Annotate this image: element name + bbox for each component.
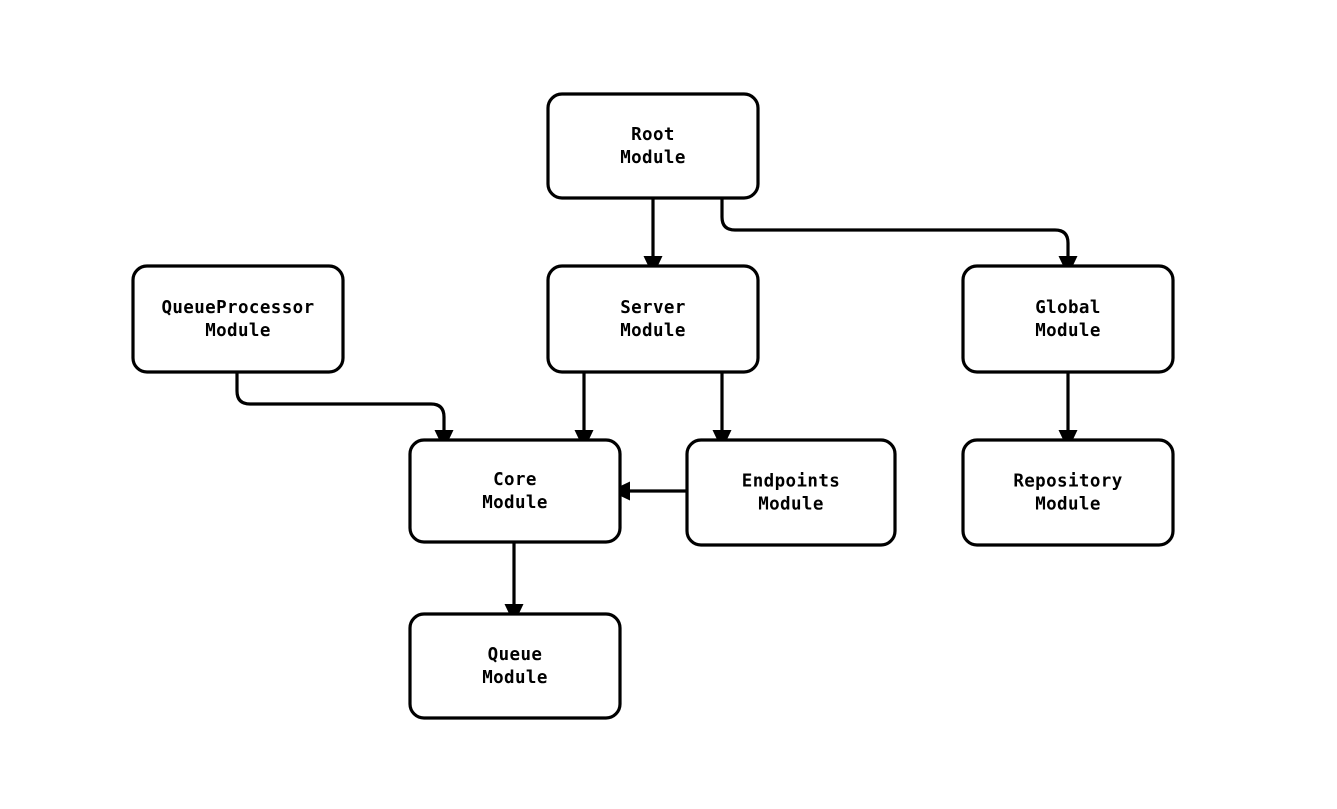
core-module-node-label-line1: Core [493,470,537,490]
edge-server-to-endpoints [712,372,732,450]
repository-module-node-shape[interactable] [961,438,1175,547]
root-module-node-label-line2: Module [620,148,686,168]
edge-queueprocessor-to-core-line [235,372,446,430]
edge-root-to-global [720,198,1078,276]
queue-module-node-label-line1: Queue [488,645,543,665]
queueprocessor-module-node-shape[interactable] [131,264,345,374]
queue-module-node-shape[interactable] [408,612,622,720]
queueprocessor-module-node-label-line1: QueueProcessor [161,298,314,318]
endpoints-module-node-label-line2: Module [758,495,824,515]
root-module-node-label-line1: Root [631,125,675,145]
repository-module-node-label-line2: Module [1035,495,1101,515]
edge-core-to-queue [504,542,524,624]
endpoints-module-node-shape[interactable] [685,438,897,547]
global-module-node-shape[interactable] [961,264,1175,374]
global-module-node-label-line1: Global [1035,298,1101,318]
edge-global-to-repository [1058,372,1078,450]
edges-layer [235,198,1078,624]
server-module-node-label-line2: Module [620,321,686,341]
server-module-node-label-line1: Server [620,298,686,318]
core-module-node-label-line2: Module [482,493,548,513]
edge-root-to-global-line [720,198,1070,256]
core-module-node-shape[interactable] [408,438,622,544]
endpoints-module-node-label-line1: Endpoints [742,472,840,492]
queue-module-node-label-line2: Module [482,668,548,688]
queueprocessor-module-node-label-line2: Module [205,321,271,341]
repository-module-node-label-line1: Repository [1013,472,1122,492]
root-module-node-shape[interactable] [546,92,760,200]
global-module-node-label-line2: Module [1035,321,1101,341]
edge-server-to-core [574,372,594,450]
server-module-node-shape[interactable] [546,264,760,374]
edge-queueprocessor-to-core [235,372,454,450]
edge-root-to-server [643,198,663,276]
